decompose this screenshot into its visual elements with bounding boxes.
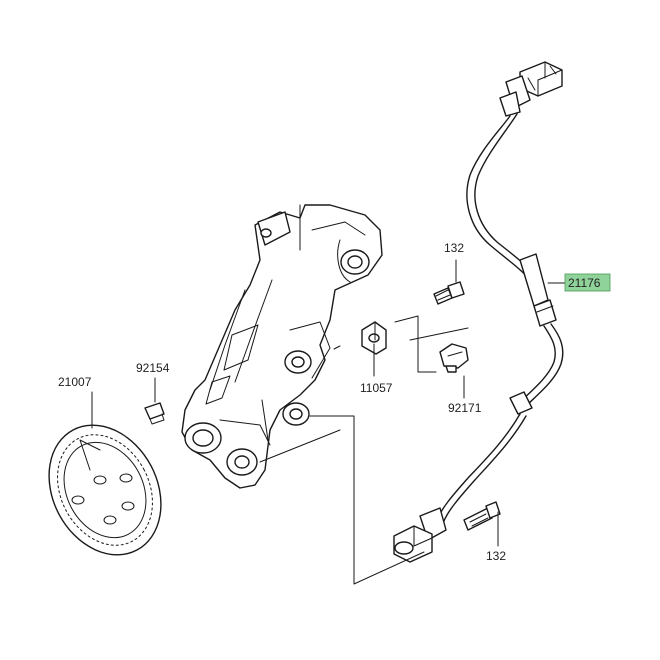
leader-lines bbox=[91, 282, 566, 585]
abs-sensor-cable[interactable] bbox=[437, 61, 564, 522]
bolt-132-top[interactable] bbox=[433, 259, 465, 305]
part-label-21176[interactable]: 21176 bbox=[568, 276, 601, 290]
abs-tone-ring[interactable] bbox=[27, 406, 183, 575]
part-label-92154[interactable]: 92154 bbox=[136, 361, 170, 375]
part-label-132-bottom[interactable]: 132 bbox=[486, 549, 506, 563]
part-label-92171[interactable]: 92171 bbox=[448, 401, 482, 415]
cable-connector bbox=[499, 61, 563, 117]
part-label-11057[interactable]: 11057 bbox=[360, 381, 393, 395]
part-label-21007[interactable]: 21007 bbox=[58, 375, 92, 389]
screw-92154[interactable] bbox=[144, 377, 165, 425]
fork-bracket[interactable] bbox=[181, 204, 383, 489]
part-21176-highlight bbox=[564, 273, 611, 292]
bolt-132-bottom[interactable] bbox=[463, 501, 501, 531]
clip-92171[interactable] bbox=[439, 343, 469, 373]
clamp-11057[interactable] bbox=[361, 321, 387, 355]
part-label-132-top[interactable]: 132 bbox=[444, 241, 464, 255]
